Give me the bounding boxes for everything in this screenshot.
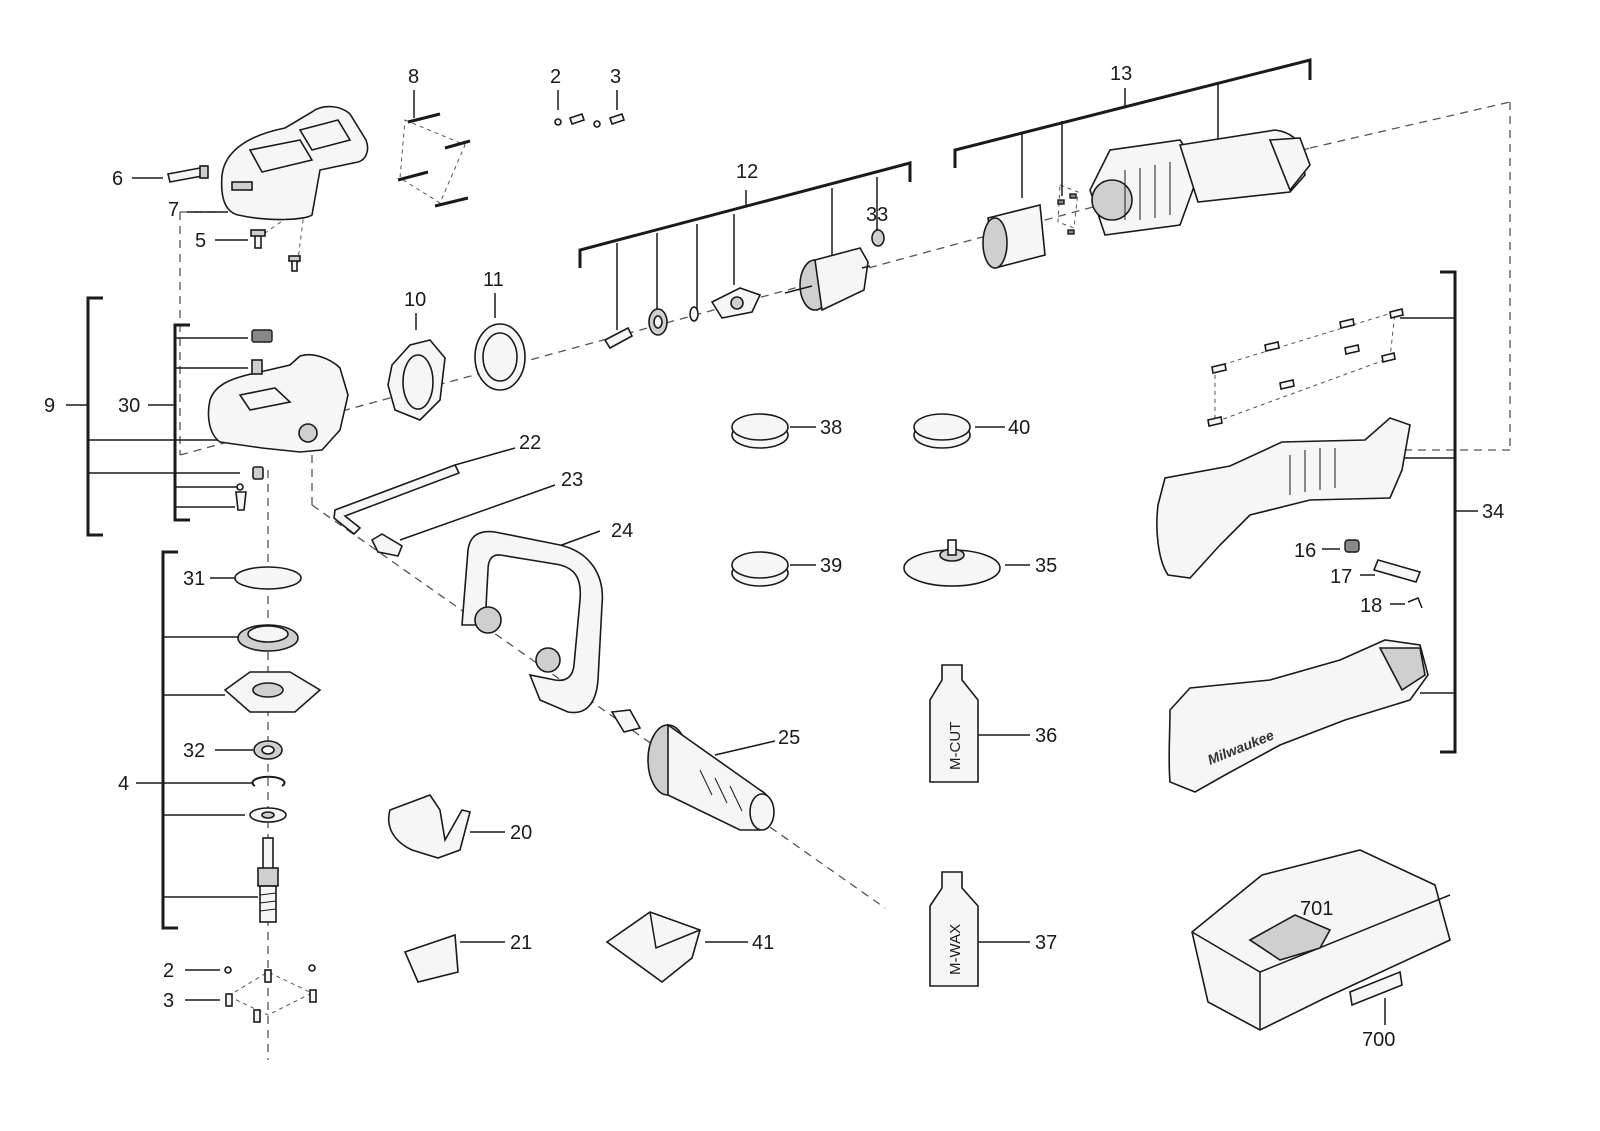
label-35: 35 <box>1035 555 1057 577</box>
label-36: 36 <box>1035 725 1057 747</box>
part-2-3-screws-top <box>554 112 626 128</box>
part-18-clip <box>1407 597 1423 609</box>
part-number-labels: 2 3 8 13 12 33 6 7 5 10 11 9 30 22 23 24… <box>44 63 1504 1051</box>
bottle-text-m-cut: M-CUT <box>947 722 964 770</box>
part-13-motor-stator <box>982 129 1311 270</box>
label-10: 10 <box>404 289 426 311</box>
part-20-guard <box>388 794 471 859</box>
label-2-top: 2 <box>550 66 561 88</box>
label-9: 9 <box>44 395 55 417</box>
part-40-pad <box>913 413 971 449</box>
part-700-carry-case <box>1191 849 1451 1031</box>
part-25-side-handle <box>610 709 775 831</box>
label-23: 23 <box>561 469 583 491</box>
label-41: 41 <box>752 932 774 954</box>
part-16-spring <box>1344 539 1360 553</box>
label-24: 24 <box>611 520 633 542</box>
part-4-bearing-plate <box>223 671 322 713</box>
part-37-bottle-m-wax <box>929 871 979 987</box>
part-35-backing-plate <box>903 539 1001 587</box>
label-12: 12 <box>736 161 758 183</box>
label-30: 30 <box>118 395 140 417</box>
part-38-pad <box>731 413 789 449</box>
label-18: 18 <box>1360 595 1382 617</box>
label-34: 34 <box>1482 501 1504 523</box>
part-24-loop-handle <box>461 530 604 714</box>
label-4: 4 <box>118 773 129 795</box>
label-701: 701 <box>1300 898 1333 920</box>
part-2-3-screws-bottom <box>224 964 317 1023</box>
label-7: 7 <box>168 199 179 221</box>
part-17-switch-rod <box>1372 559 1422 583</box>
label-31: 31 <box>183 568 205 590</box>
part-31-o-ring <box>234 566 302 590</box>
part-4-spindle <box>257 837 279 923</box>
label-6: 6 <box>112 168 123 190</box>
part-39-pad <box>731 551 789 587</box>
label-21: 21 <box>510 932 532 954</box>
label-17: 17 <box>1330 566 1352 588</box>
label-38: 38 <box>820 417 842 439</box>
part-21-cloth <box>403 933 459 983</box>
leader-lines <box>66 90 1478 1025</box>
label-11: 11 <box>483 269 504 291</box>
part-6-screw <box>167 165 209 183</box>
part-7-top-cover <box>220 105 369 221</box>
part-36-bottle-m-cut <box>929 664 979 783</box>
part-5-screws <box>250 229 301 272</box>
label-2-bottom: 2 <box>163 960 174 982</box>
group-brackets <box>86 58 1457 930</box>
label-37: 37 <box>1035 932 1057 954</box>
label-13: 13 <box>1110 63 1132 85</box>
label-5: 5 <box>195 230 206 252</box>
part-4-circlip <box>251 775 286 787</box>
label-20: 20 <box>510 822 532 844</box>
label-22: 22 <box>519 432 541 454</box>
label-16: 16 <box>1294 540 1316 562</box>
label-33: 33 <box>866 204 888 226</box>
part-34-housing-halves <box>1156 308 1429 793</box>
label-32: 32 <box>183 740 205 762</box>
label-8: 8 <box>408 66 419 88</box>
label-3-bottom: 3 <box>163 990 174 1012</box>
part-30-gear-housing <box>207 329 349 511</box>
part-32-bearing <box>253 740 283 760</box>
part-41-cloth <box>605 911 701 984</box>
part-8-screws <box>397 112 471 208</box>
part-4-washer <box>249 807 287 823</box>
label-3-top: 3 <box>610 66 621 88</box>
part-22-hex-key <box>333 463 461 536</box>
part-10-ring-nut <box>387 339 446 421</box>
label-25: 25 <box>778 727 800 749</box>
label-700: 700 <box>1362 1029 1395 1051</box>
bottle-text-m-wax: M-WAX <box>947 924 964 975</box>
part-23-spacer <box>370 533 403 557</box>
part-4-bevel-gear <box>237 624 299 652</box>
part-12-armature-set <box>603 229 885 350</box>
label-40: 40 <box>1008 417 1030 439</box>
label-39: 39 <box>820 555 842 577</box>
part-11-seal-ring <box>474 323 526 391</box>
